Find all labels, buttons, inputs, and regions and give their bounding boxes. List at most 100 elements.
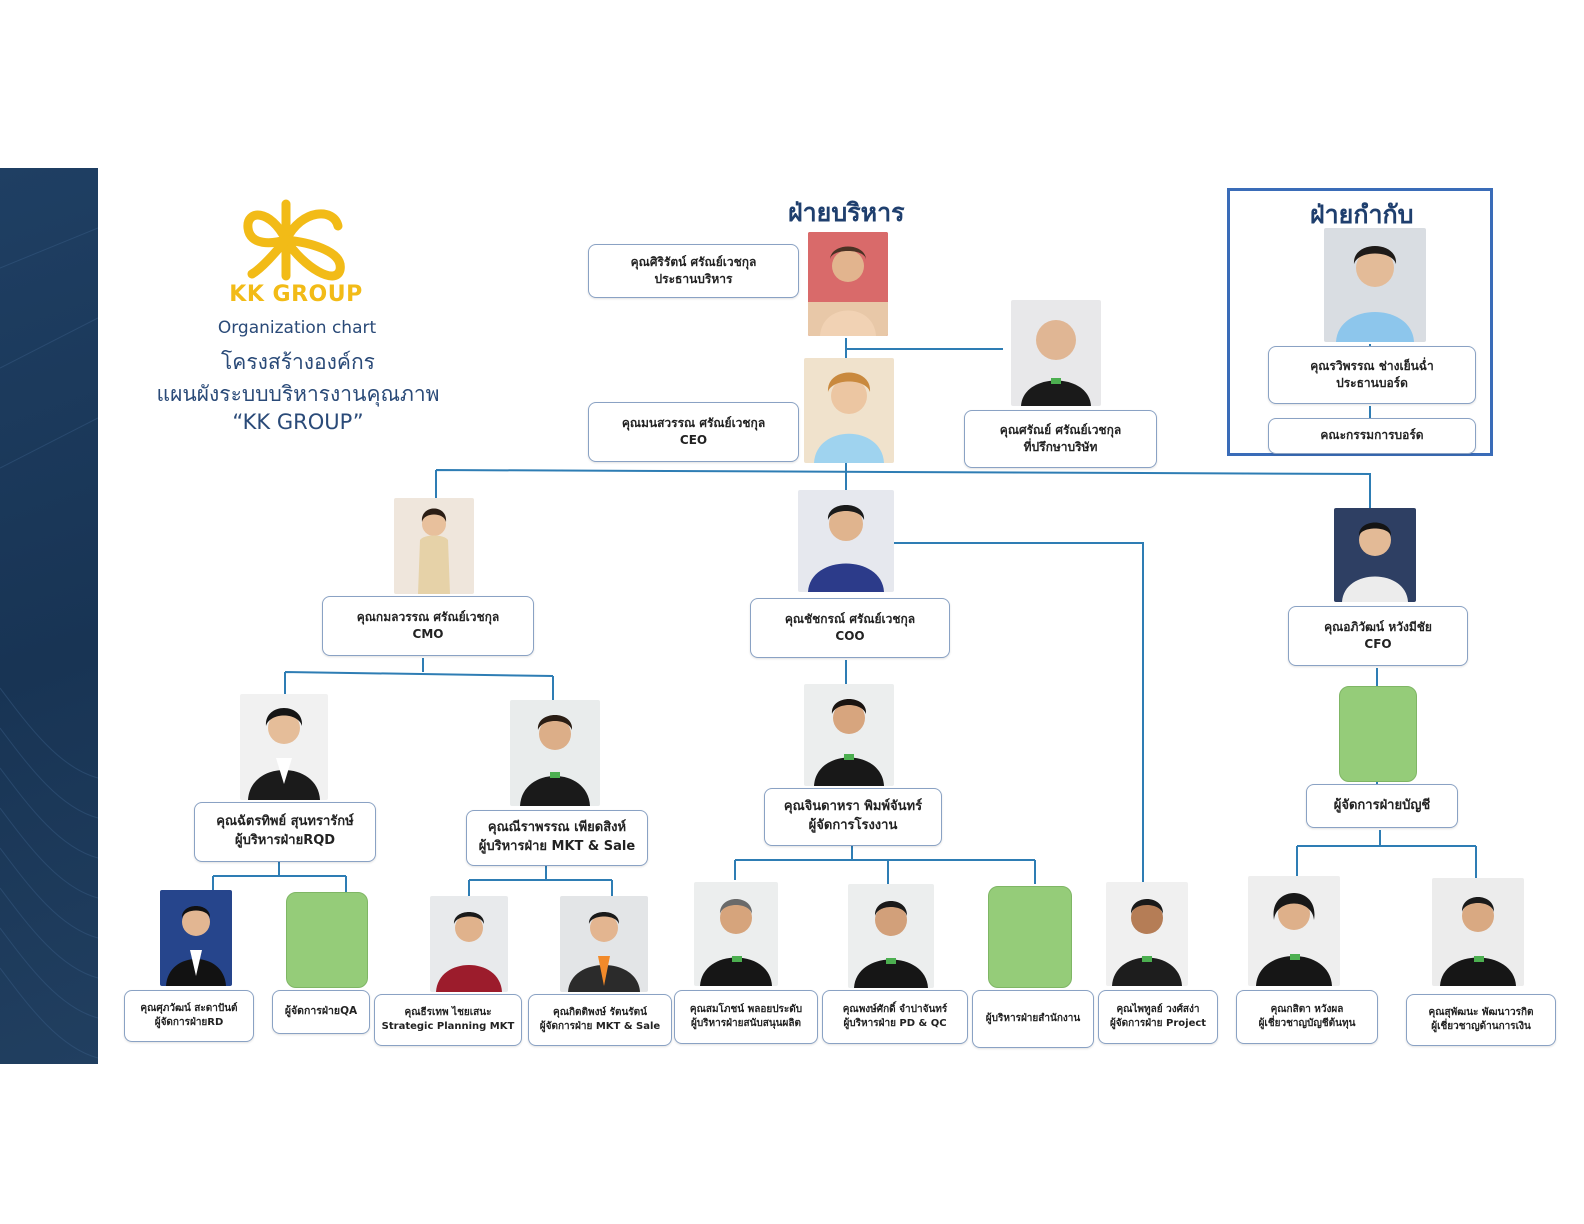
mkt-manager-name: คุณกิตติพงษ์ รัตนรัตน์	[553, 1006, 647, 1018]
pdqc-name: คุณพงษ์ศักดิ์ จำปาจันทร์	[842, 1003, 948, 1015]
regulatory-section-title: ฝ่ายกำกับ	[1310, 200, 1414, 229]
support-name: คุณสมโภชน์ พลอยประดับ	[689, 1003, 803, 1015]
accounting-photo-placeholder	[1339, 686, 1417, 782]
office-role: ผู้บริหารฝ่ายสำนักงาน	[985, 1012, 1081, 1024]
cfo-photo	[1334, 508, 1416, 602]
advisor-card: คุณศรัณย์ ศรัณย์เวชกุล ที่ปรึกษาบริษัท	[964, 410, 1157, 468]
coo-role: COO	[835, 629, 865, 643]
person-portrait-icon	[1334, 508, 1416, 602]
strategic-role: Strategic Planning MKT	[381, 1021, 515, 1032]
ceo-role: CEO	[679, 433, 708, 447]
project-card: คุณไพทูลย์ วงศ์สง่า ผู้จัดการฝ่าย Projec…	[1098, 990, 1218, 1044]
person-portrait-icon	[1324, 228, 1426, 342]
connector-cmo-branch	[284, 658, 554, 700]
person-portrait-icon	[430, 896, 508, 992]
capital-photo	[1248, 876, 1340, 986]
rqd-role: ผู้บริหารฝ่ายRQD	[234, 833, 336, 848]
org-title-quality: แผนผังระบบบริหารงานคุณภาพ	[156, 382, 440, 406]
factory-manager-photo	[804, 684, 894, 786]
person-portrait-icon	[510, 700, 600, 806]
pdqc-role: ผู้บริหารฝ่าย PD & QC	[843, 1018, 947, 1029]
person-portrait-icon	[808, 232, 888, 336]
accounting-card: ผู้จัดการฝ่ายบัญชี	[1306, 784, 1458, 828]
person-portrait-icon	[1106, 882, 1188, 986]
mkt-exec-card: คุณณีราพรรณ เพียดสิงห์ ผู้บริหารฝ่าย MKT…	[466, 810, 648, 866]
rqd-photo	[240, 694, 328, 800]
board-card: คณะกรรมการบอร์ด	[1268, 418, 1476, 454]
chairman-name: คุณศิริรัตน์ ศรัณย์เวชกุล	[630, 254, 757, 269]
board-chair-role: ประธานบอร์ด	[1336, 376, 1408, 390]
finance-name: คุณสุพัฒนะ พัฒนาวรกิต	[1428, 1006, 1534, 1018]
cmo-card: คุณกมลวรรณ ศรัณย์เวชกุล CMO	[322, 596, 534, 656]
qa-photo-placeholder	[286, 892, 368, 988]
office-photo-placeholder	[988, 886, 1072, 988]
connector-factory-branch	[734, 846, 1036, 884]
connector-rqd-branch	[212, 862, 347, 892]
person-portrait-icon	[240, 694, 328, 800]
person-portrait-icon	[694, 882, 778, 986]
factory-manager-card: คุณจินดาหรา พิมพ์จันทร์ ผู้จัดการโรงงาน	[764, 788, 942, 846]
person-portrait-icon	[804, 684, 894, 786]
board-chair-card: คุณรวิพรรณ ช่างเย็นฉ่ำ ประธานบอร์ด	[1268, 346, 1476, 404]
project-name: คุณไพทูลย์ วงศ์สง่า	[1116, 1003, 1200, 1015]
rd-role: ผู้จัดการฝ่ายRD	[154, 1017, 224, 1028]
executive-section-title: ฝ่ายบริหาร	[788, 198, 905, 227]
cfo-card: คุณอภิวัฒน์ หวังมีชัย CFO	[1288, 606, 1468, 666]
connector-csuite-bar	[435, 469, 1371, 508]
org-chart-subtitle: Organization chart	[217, 318, 377, 338]
person-portrait-icon	[798, 490, 894, 592]
finance-photo	[1432, 878, 1524, 986]
board-chair-name: คุณรวิพรรณ ช่างเย็นฉ่ำ	[1310, 358, 1434, 373]
qa-role: ผู้จัดการฝ่ายQA	[284, 1005, 358, 1018]
strategic-photo	[430, 896, 508, 992]
project-photo	[1106, 882, 1188, 986]
mkt-manager-card: คุณกิตติพงษ์ รัตนรัตน์ ผู้จัดการฝ่าย MKT…	[528, 994, 672, 1046]
strategic-card: คุณธีรเทพ ไชยเสนะ Strategic Planning MKT	[374, 994, 522, 1046]
project-role: ผู้จัดการฝ่าย Project	[1109, 1018, 1207, 1029]
coo-name: คุณชัชกรณ์ ศรัณย์เวชกุล	[784, 611, 916, 626]
decorative-sidebar	[0, 168, 98, 1064]
support-photo	[694, 882, 778, 986]
cmo-photo	[394, 498, 474, 594]
ceo-photo	[804, 358, 894, 463]
org-title-thai: โครงสร้างองค์กร	[221, 350, 375, 374]
kk-logo-icon	[243, 199, 345, 281]
connector-accounting-branch	[1296, 830, 1477, 878]
mkt-manager-photo	[560, 896, 648, 992]
logo-wordmark: KK GROUP	[229, 282, 363, 307]
factory-manager-role: ผู้จัดการโรงงาน	[808, 818, 898, 833]
chairman-card: คุณศิริรัตน์ ศรัณย์เวชกุล ประธานบริหาร	[588, 244, 799, 298]
office-card: ผู้บริหารฝ่ายสำนักงาน	[972, 990, 1094, 1048]
mkt-exec-name: คุณณีราพรรณ เพียดสิงห์	[487, 820, 627, 836]
chairman-role: ประธานบริหาร	[654, 272, 733, 286]
person-portrait-icon	[1248, 876, 1340, 986]
person-portrait-icon	[560, 896, 648, 992]
cfo-name: คุณอภิวัฒน์ หวังมีชัย	[1324, 619, 1432, 634]
person-portrait-icon	[394, 498, 474, 594]
finance-role: ผู้เชี่ยวชาญด้านการเงิน	[1431, 1021, 1531, 1032]
ceo-name: คุณมนสวรรณ ศรัณย์เวชกุล	[621, 415, 766, 430]
cmo-role: CMO	[412, 627, 444, 641]
mkt-manager-role: ผู้จัดการฝ่าย MKT & Sale	[539, 1021, 661, 1032]
accounting-role: ผู้จัดการฝ่ายบัญชี	[1333, 797, 1431, 813]
chairman-photo	[808, 232, 888, 336]
factory-manager-name: คุณจินดาหรา พิมพ์จันทร์	[783, 799, 923, 815]
board-label: คณะกรรมการบอร์ด	[1320, 428, 1424, 443]
person-portrait-icon	[1011, 300, 1101, 406]
advisor-photo	[1011, 300, 1101, 406]
support-role: ผู้บริหารฝ่ายสนับสนุนผลิต	[690, 1018, 802, 1029]
kk-group-logo: KK GROUP	[228, 198, 364, 308]
advisor-role: ที่ปรึกษาบริษัท	[1023, 440, 1098, 454]
strategic-name: คุณธีรเทพ ไชยเสนะ	[404, 1006, 492, 1018]
person-portrait-icon	[804, 358, 894, 463]
mkt-exec-role: ผู้บริหารฝ่าย MKT & Sale	[478, 839, 636, 854]
wave-pattern-icon	[0, 227, 98, 1059]
rd-name: คุณศุภวัฒน์ สะดาปันต์	[140, 1002, 238, 1014]
coo-photo	[798, 490, 894, 592]
capital-name: คุณกสิตา หวังผล	[1270, 1003, 1344, 1015]
board-chair-photo	[1324, 228, 1426, 342]
support-card: คุณสมโภชน์ พลอยประดับ ผู้บริหารฝ่ายสนับส…	[674, 990, 818, 1044]
cmo-name: คุณกมลวรรณ ศรัณย์เวชกุล	[356, 609, 500, 624]
person-portrait-icon	[160, 890, 232, 986]
qa-card: ผู้จัดการฝ่ายQA	[272, 990, 370, 1034]
